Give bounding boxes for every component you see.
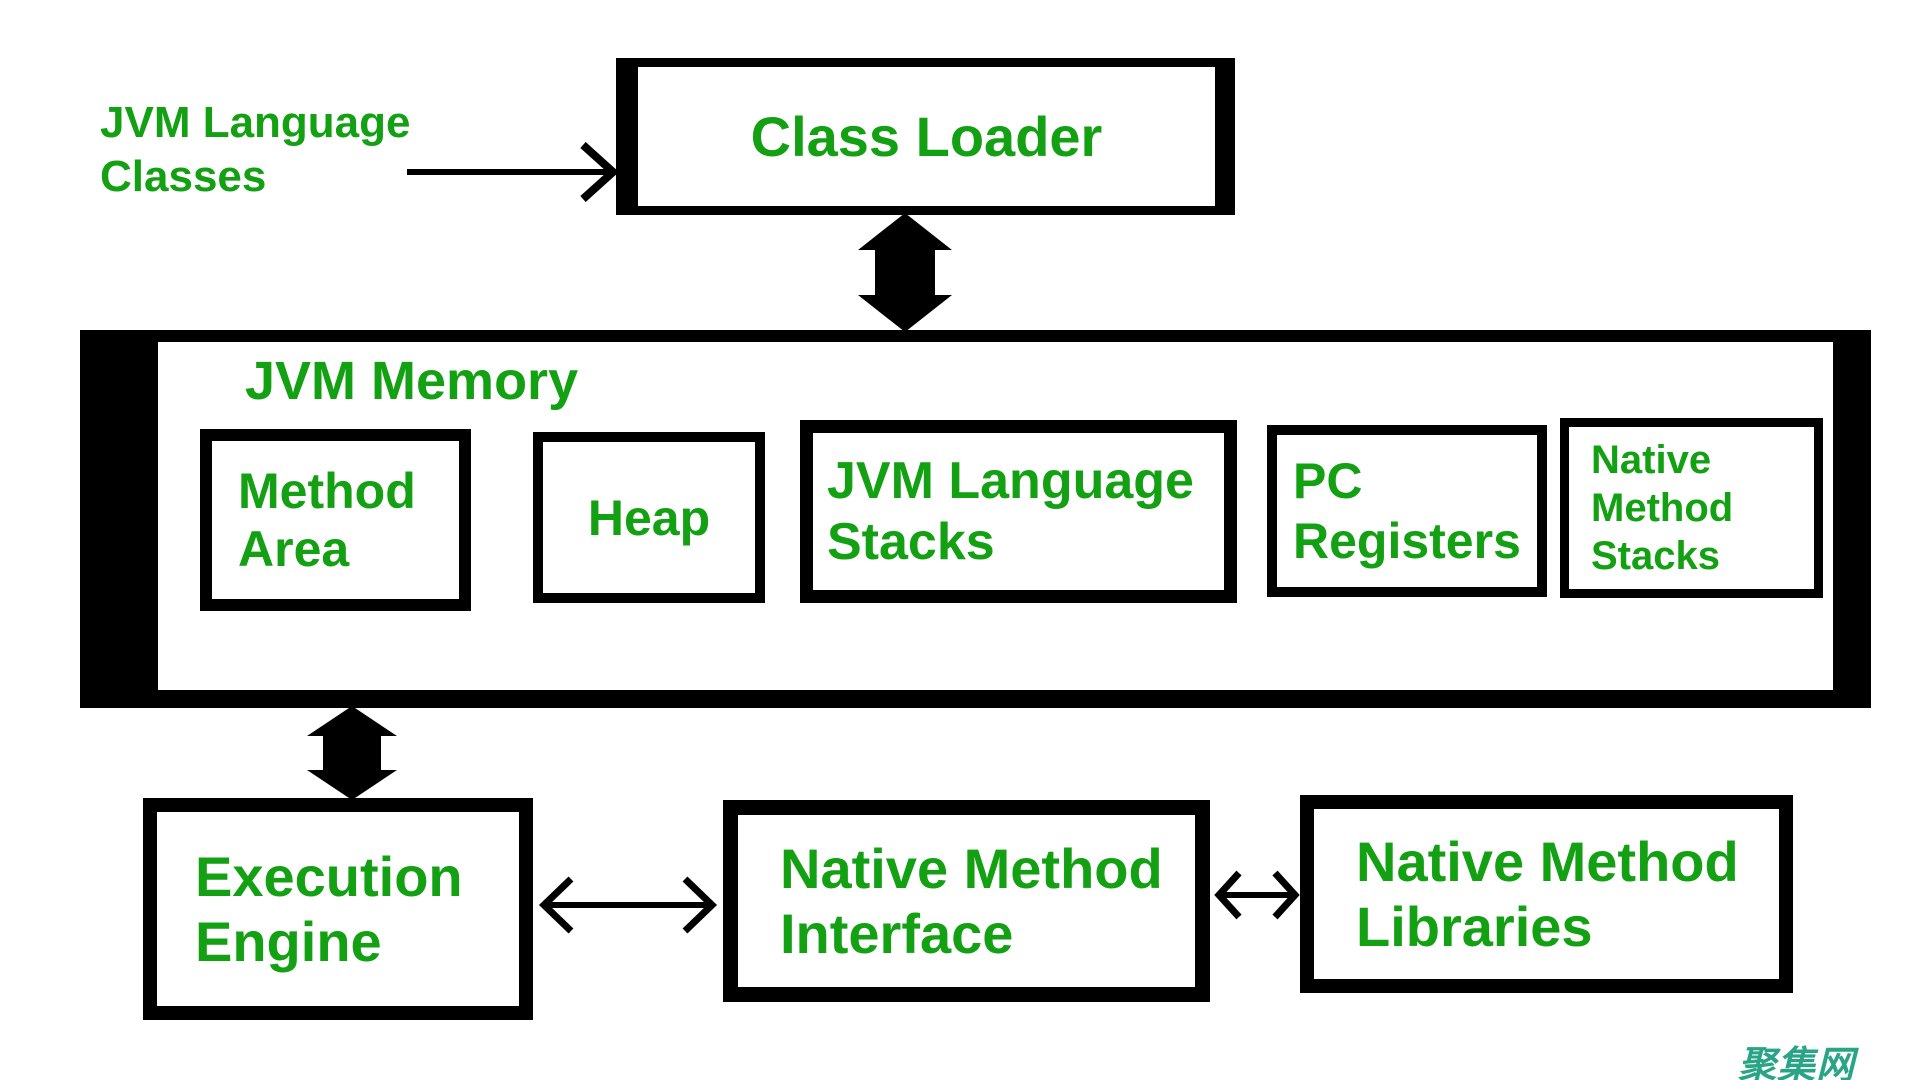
method-area-line2: Area [238, 521, 350, 577]
native-method-interface-line2: Interface [780, 902, 1014, 965]
method-area-line1: Method [238, 463, 416, 519]
jvm-language-stacks-line1: JVM Language [827, 451, 1194, 510]
class-loader-box: Class Loader [616, 58, 1235, 215]
pc-registers-box: PC Registers [1267, 425, 1547, 597]
pc-registers-line1: PC [1293, 453, 1363, 509]
heap-label: Heap [587, 489, 711, 546]
native-method-stacks-line3: Stacks [1591, 534, 1720, 578]
right-arrow-icon [407, 142, 619, 202]
bidirectional-arrow-icon [858, 213, 952, 332]
jvm-language-classes-line1: JVM Language [100, 98, 411, 147]
jvm-language-classes-label: JVM Language Classes [100, 96, 411, 204]
native-method-stacks-box: Native Method Stacks [1560, 418, 1823, 598]
jvm-language-stacks-line2: Stacks [827, 512, 995, 571]
jvm-language-stacks-box: JVM Language Stacks [800, 420, 1237, 603]
heap-box: Heap [533, 432, 765, 603]
native-method-interface-box: Native Method Interface [723, 800, 1210, 1002]
native-method-stacks-line2: Method [1591, 486, 1734, 530]
jvm-memory-title: JVM Memory [245, 351, 579, 411]
double-headed-arrow-icon [1214, 870, 1300, 920]
native-method-libraries-line1: Native Method [1356, 830, 1739, 893]
native-method-stacks-line1: Native [1591, 438, 1712, 482]
watermark-text: 聚集网 [1738, 1045, 1856, 1080]
execution-engine-line2: Engine [195, 910, 382, 973]
bidirectional-arrow-icon [307, 706, 397, 800]
native-method-libraries-line2: Libraries [1356, 895, 1593, 958]
execution-engine-box: Execution Engine [143, 798, 533, 1020]
native-method-libraries-box: Native Method Libraries [1300, 795, 1793, 993]
class-loader-label: Class Loader [750, 105, 1103, 168]
jvm-language-classes-line2: Classes [100, 152, 267, 201]
native-method-interface-line1: Native Method [780, 837, 1163, 900]
execution-engine-line1: Execution [195, 845, 463, 908]
double-headed-arrow-icon [538, 876, 718, 934]
pc-registers-line2: Registers [1293, 513, 1521, 569]
method-area-box: Method Area [200, 429, 471, 611]
